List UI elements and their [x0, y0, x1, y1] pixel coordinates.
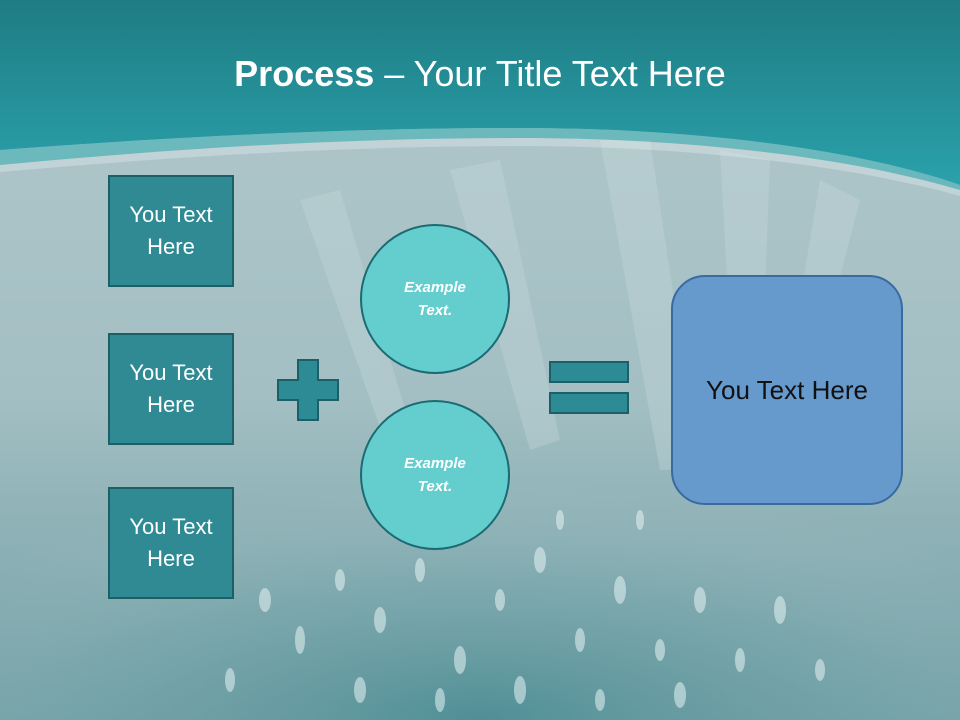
example-circle-label: Example Text. [404, 279, 466, 319]
title-separator: – [374, 53, 414, 94]
example-circle-2: Example Text. [360, 400, 510, 550]
title-rest-text: Your Title Text Here [413, 53, 726, 94]
result-text-box: You Text Here [671, 275, 903, 505]
left-text-box-label: You Text Here [129, 202, 213, 259]
title-bold-text: Process [234, 53, 375, 94]
plus-icon [277, 359, 339, 421]
left-text-box-1: You Text Here [108, 175, 234, 287]
example-circle-label: Example Text. [404, 455, 466, 495]
result-text-box-label: You Text Here [706, 375, 868, 405]
example-circle-1: Example Text. [360, 224, 510, 374]
slide-title: Process – Your Title Text Here [0, 50, 960, 98]
left-text-box-3: You Text Here [108, 487, 234, 599]
equals-icon [549, 361, 629, 414]
left-text-box-label: You Text Here [129, 514, 213, 571]
left-text-box-label: You Text Here [129, 360, 213, 417]
left-text-box-2: You Text Here [108, 333, 234, 445]
